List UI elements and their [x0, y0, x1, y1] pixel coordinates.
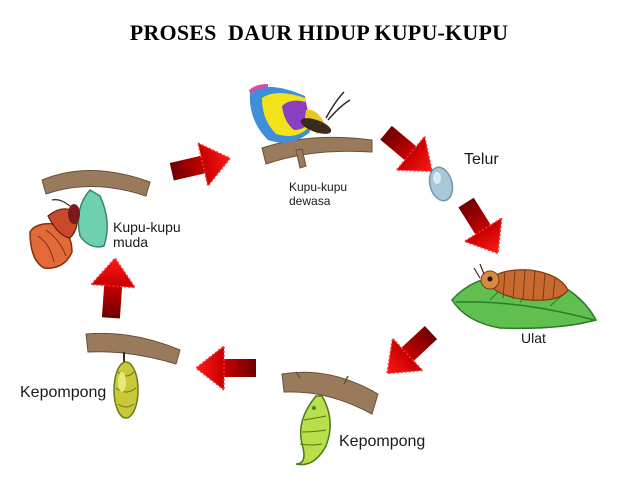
pupa-right-label: Kepompong — [339, 433, 426, 450]
adult-butterfly-label-line1: Kupu-kupu — [289, 180, 348, 194]
pupa-left-label: Kepompong — [20, 384, 107, 401]
page-title: PROSES DAUR HIDUP KUPU-KUPU — [129, 20, 509, 45]
young-butterfly-label: Kupu-kupu muda — [113, 220, 181, 250]
adult-butterfly-label: Kupu-kupu dewasa — [289, 180, 347, 208]
young-butterfly-icon — [29, 169, 151, 269]
pupa-icon — [85, 332, 181, 419]
young-butterfly-label-line2: muda — [113, 234, 149, 250]
caterpillar-label: Ulat — [521, 330, 546, 346]
young-butterfly-label-line1: Kupu-kupu — [113, 219, 181, 235]
cycle-arrow — [88, 255, 138, 321]
adult-butterfly-label-line2: dewasa — [289, 194, 331, 208]
cycle-arrow — [195, 345, 257, 391]
cycle-arrow — [166, 136, 236, 194]
cycle-arrow — [446, 190, 518, 266]
egg-icon — [428, 166, 454, 202]
caterpillar-icon — [451, 263, 598, 330]
cycle-arrow — [371, 315, 447, 391]
adult-butterfly-icon — [248, 84, 373, 169]
pupa-icon — [281, 371, 379, 466]
egg-label: Telur — [464, 151, 499, 168]
